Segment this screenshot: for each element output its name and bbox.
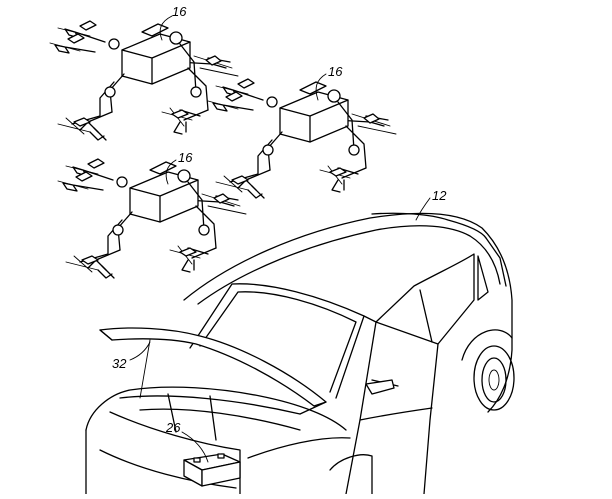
leader-lines [129, 15, 431, 463]
battery [183, 453, 241, 487]
label-hood: 32 [112, 356, 127, 371]
label-vehicle: 12 [432, 188, 447, 203]
drone-2 [207, 78, 397, 199]
drone-3 [57, 158, 247, 279]
label-drone-1: 16 [172, 4, 187, 19]
label-battery: 26 [165, 420, 181, 435]
label-drone-2: 16 [328, 64, 343, 79]
drone-1 [49, 20, 239, 141]
label-drone-3: 16 [178, 150, 193, 165]
hood [99, 327, 327, 407]
vehicle [85, 212, 515, 495]
